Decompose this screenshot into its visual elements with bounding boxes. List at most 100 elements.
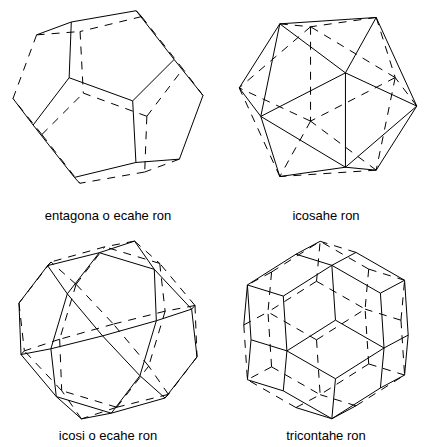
hidden-edge [280,24,311,27]
hidden-edge [142,17,183,69]
visible-edge [74,162,136,177]
visible-edge [380,375,404,388]
hidden-edge [60,324,114,339]
visible-edge [345,73,416,106]
visible-edge [239,88,261,116]
visible-edge [99,241,134,253]
visible-edge [99,253,154,270]
hidden-edge [149,366,169,394]
visible-edge [247,285,283,296]
hidden-edge [51,262,76,284]
visible-edge [69,78,133,101]
visible-edge [48,266,68,294]
visible-edge [296,408,332,419]
visible-edge [405,280,409,335]
visible-edge [376,17,417,106]
visible-edge [384,335,408,348]
visible-edge [67,294,102,336]
hidden-edge [320,364,369,395]
visible-edge [71,11,136,22]
visible-edge [376,106,417,170]
visible-edge [19,266,48,303]
hidden-edge [365,269,369,309]
hidden-edge [296,395,320,408]
visible-edge [280,24,346,73]
hidden-edge [310,27,311,121]
hidden-edge [268,281,317,312]
visible-edge [380,280,404,293]
visible-edge [345,167,376,170]
visible-edge [261,24,280,117]
hidden-edge [317,281,366,309]
visible-edge [335,348,384,379]
hidden-edge [317,340,321,395]
visible-edge [19,303,21,354]
hidden-edge [365,309,369,364]
hidden-edge [19,262,51,303]
visible-edge [345,106,416,167]
visible-edge [165,357,197,398]
visible-edge [37,22,72,35]
visible-edge [332,388,381,419]
visible-edge [247,254,296,285]
visible-edge [332,252,356,265]
icosidodecahedron-drawing [19,241,197,419]
visible-edge [179,95,203,159]
visible-edge [345,17,376,72]
visible-edge [192,305,195,309]
hidden-edge [311,27,396,78]
visible-edge [165,394,168,398]
visible-edge [283,351,287,391]
visible-edge [51,349,56,397]
hidden-edge [135,241,160,263]
hidden-edge [272,367,321,395]
hidden-edge [311,121,377,170]
visible-edge [332,406,356,419]
hidden-edge [105,247,160,264]
visible-edge [174,59,203,95]
hidden-edge [62,391,117,408]
visible-edge [133,101,136,163]
hidden-edge [160,263,195,305]
hidden-edge [80,32,83,94]
hidden-edge [272,241,321,272]
visible-edge [140,376,165,398]
visible-edge [111,376,140,413]
hidden-edge [244,312,268,325]
hidden-edge [13,99,42,135]
visible-edge [154,269,156,320]
hidden-edge [247,367,271,380]
hidden-edge [62,391,82,419]
visible-edge [239,24,280,88]
visible-edge [287,320,336,351]
hidden-edge [24,339,59,351]
visible-edge [261,73,346,117]
visible-edge [261,116,346,167]
polyhedron-name: icosi o ecahe ron [59,428,157,444]
icosahedron-drawing [239,17,417,176]
visible-edge [140,321,156,376]
visible-edge [33,78,69,125]
visible-edge [192,309,197,357]
visible-edge [356,252,405,280]
hidden-edge [113,311,165,324]
visible-edge [21,349,51,355]
hidden-edge [320,241,356,252]
visible-edge [56,397,111,414]
visible-edge [133,59,174,100]
triacontahedron-drawing [244,241,408,418]
visible-edge [13,99,33,125]
visible-edge [81,413,111,419]
hidden-edge [24,351,61,391]
hidden-edge [145,116,147,172]
visible-edge [335,320,384,348]
visible-edge [103,336,140,376]
visible-edge [135,241,155,269]
visible-edge [74,177,79,183]
hidden-edge [239,27,310,88]
hidden-edge [268,312,272,367]
hidden-edge [147,69,183,116]
visible-edge [247,380,283,391]
visible-edge [380,293,384,348]
